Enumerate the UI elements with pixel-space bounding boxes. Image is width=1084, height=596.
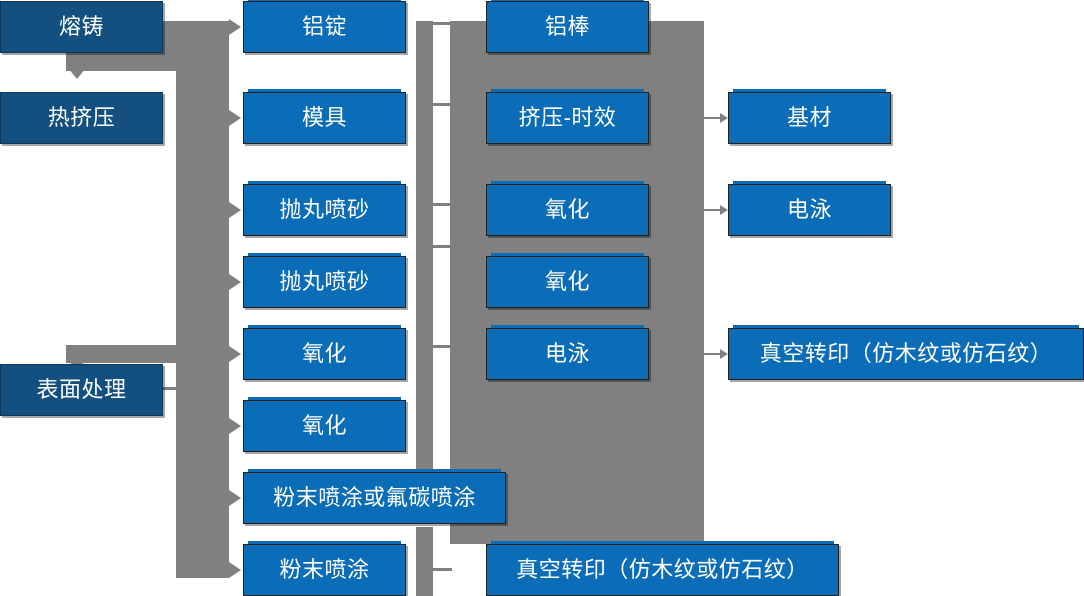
node-label: 铝棒 — [544, 13, 590, 39]
arrow-to-out-2 — [704, 203, 728, 217]
arrow-trunk-to-in-2 — [229, 110, 241, 126]
node-input-shot-blasting-2[interactable]: 抛丸喷砂 — [243, 253, 406, 308]
node-label: 氧化 — [301, 340, 347, 366]
node-label: 氧化 — [544, 196, 590, 222]
connector-rail-narrow-upper — [416, 21, 433, 521]
node-output-electrophoresis[interactable]: 电泳 — [728, 181, 891, 236]
tie-row-5 — [432, 345, 452, 348]
node-output-vacuum-transfer-printing[interactable]: 真空转印（仿木纹或仿石纹） — [728, 325, 1084, 380]
tie-row-2 — [432, 103, 452, 106]
node-label: 氧化 — [544, 268, 590, 294]
arrow-to-out-3 — [704, 347, 728, 361]
node-stage-surface-treatment[interactable]: 表面处理 — [0, 364, 163, 416]
node-process-extrusion-aging[interactable]: 挤压-时效 — [486, 89, 649, 144]
tie-row-4 — [432, 245, 452, 248]
node-input-powder-coating[interactable]: 粉末喷涂 — [243, 541, 406, 596]
node-output-base-material[interactable]: 基材 — [728, 89, 891, 144]
arrow-trunk-to-in-6 — [229, 418, 241, 434]
node-stage-melting[interactable]: 熔铸 — [0, 1, 163, 53]
arrow-trunk-to-in-7 — [229, 490, 241, 506]
node-label: 粉末喷涂或氟碳喷涂 — [273, 484, 476, 510]
node-label: 表面处理 — [36, 376, 127, 402]
node-input-powder-or-fluorocarbon-coating[interactable]: 粉末喷涂或氟碳喷涂 — [243, 469, 506, 524]
node-process-electrophoresis[interactable]: 电泳 — [486, 325, 649, 380]
tie-row-3 — [432, 203, 452, 206]
node-process-oxidation-2[interactable]: 氧化 — [486, 253, 649, 308]
node-process-oxidation-1[interactable]: 氧化 — [486, 181, 649, 236]
node-input-shot-blasting-1[interactable]: 抛丸喷砂 — [243, 181, 406, 236]
arrow-down-stage1-stage2 — [68, 68, 86, 79]
node-label: 熔铸 — [58, 13, 104, 39]
arrow-to-out-1 — [704, 111, 728, 125]
node-label: 抛丸喷砂 — [279, 196, 370, 222]
node-label: 热挤压 — [47, 104, 116, 130]
node-label: 铝锭 — [301, 13, 347, 39]
node-label: 模具 — [301, 104, 347, 130]
connector-stage3-to-trunk — [163, 387, 183, 390]
node-input-mold[interactable]: 模具 — [243, 89, 406, 144]
node-label: 基材 — [786, 104, 832, 130]
node-input-oxidation-1[interactable]: 氧化 — [243, 325, 406, 380]
connector-trunk-left — [176, 21, 229, 578]
node-label: 真空转印（仿木纹或仿石纹） — [759, 340, 1053, 366]
arrow-trunk-to-in-5 — [229, 346, 241, 362]
node-input-aluminum-ingot[interactable]: 铝锭 — [243, 0, 406, 53]
arrow-trunk-to-in-8 — [229, 562, 241, 578]
connector-rail-narrow-lower — [416, 527, 433, 596]
arrow-trunk-to-in-1 — [229, 19, 241, 35]
tie-row-6 — [432, 568, 452, 571]
tie-row-1 — [432, 22, 452, 25]
connector-stage3-bracket — [66, 345, 182, 363]
node-process-vacuum-transfer-printing[interactable]: 真空转印（仿木纹或仿石纹） — [486, 541, 839, 596]
node-input-oxidation-2[interactable]: 氧化 — [243, 397, 406, 452]
node-stage-hot-extrusion[interactable]: 热挤压 — [0, 92, 163, 144]
node-label: 电泳 — [786, 196, 832, 222]
node-label: 氧化 — [301, 412, 347, 438]
node-process-aluminum-bar[interactable]: 铝棒 — [486, 0, 649, 53]
node-label: 抛丸喷砂 — [279, 268, 370, 294]
arrow-trunk-to-in-4 — [229, 274, 241, 290]
arrow-trunk-to-in-3 — [229, 202, 241, 218]
node-label: 粉末喷涂 — [279, 556, 370, 582]
node-label: 真空转印（仿木纹或仿石纹） — [516, 556, 809, 582]
node-label: 挤压-时效 — [518, 104, 617, 130]
node-label: 电泳 — [544, 340, 590, 366]
